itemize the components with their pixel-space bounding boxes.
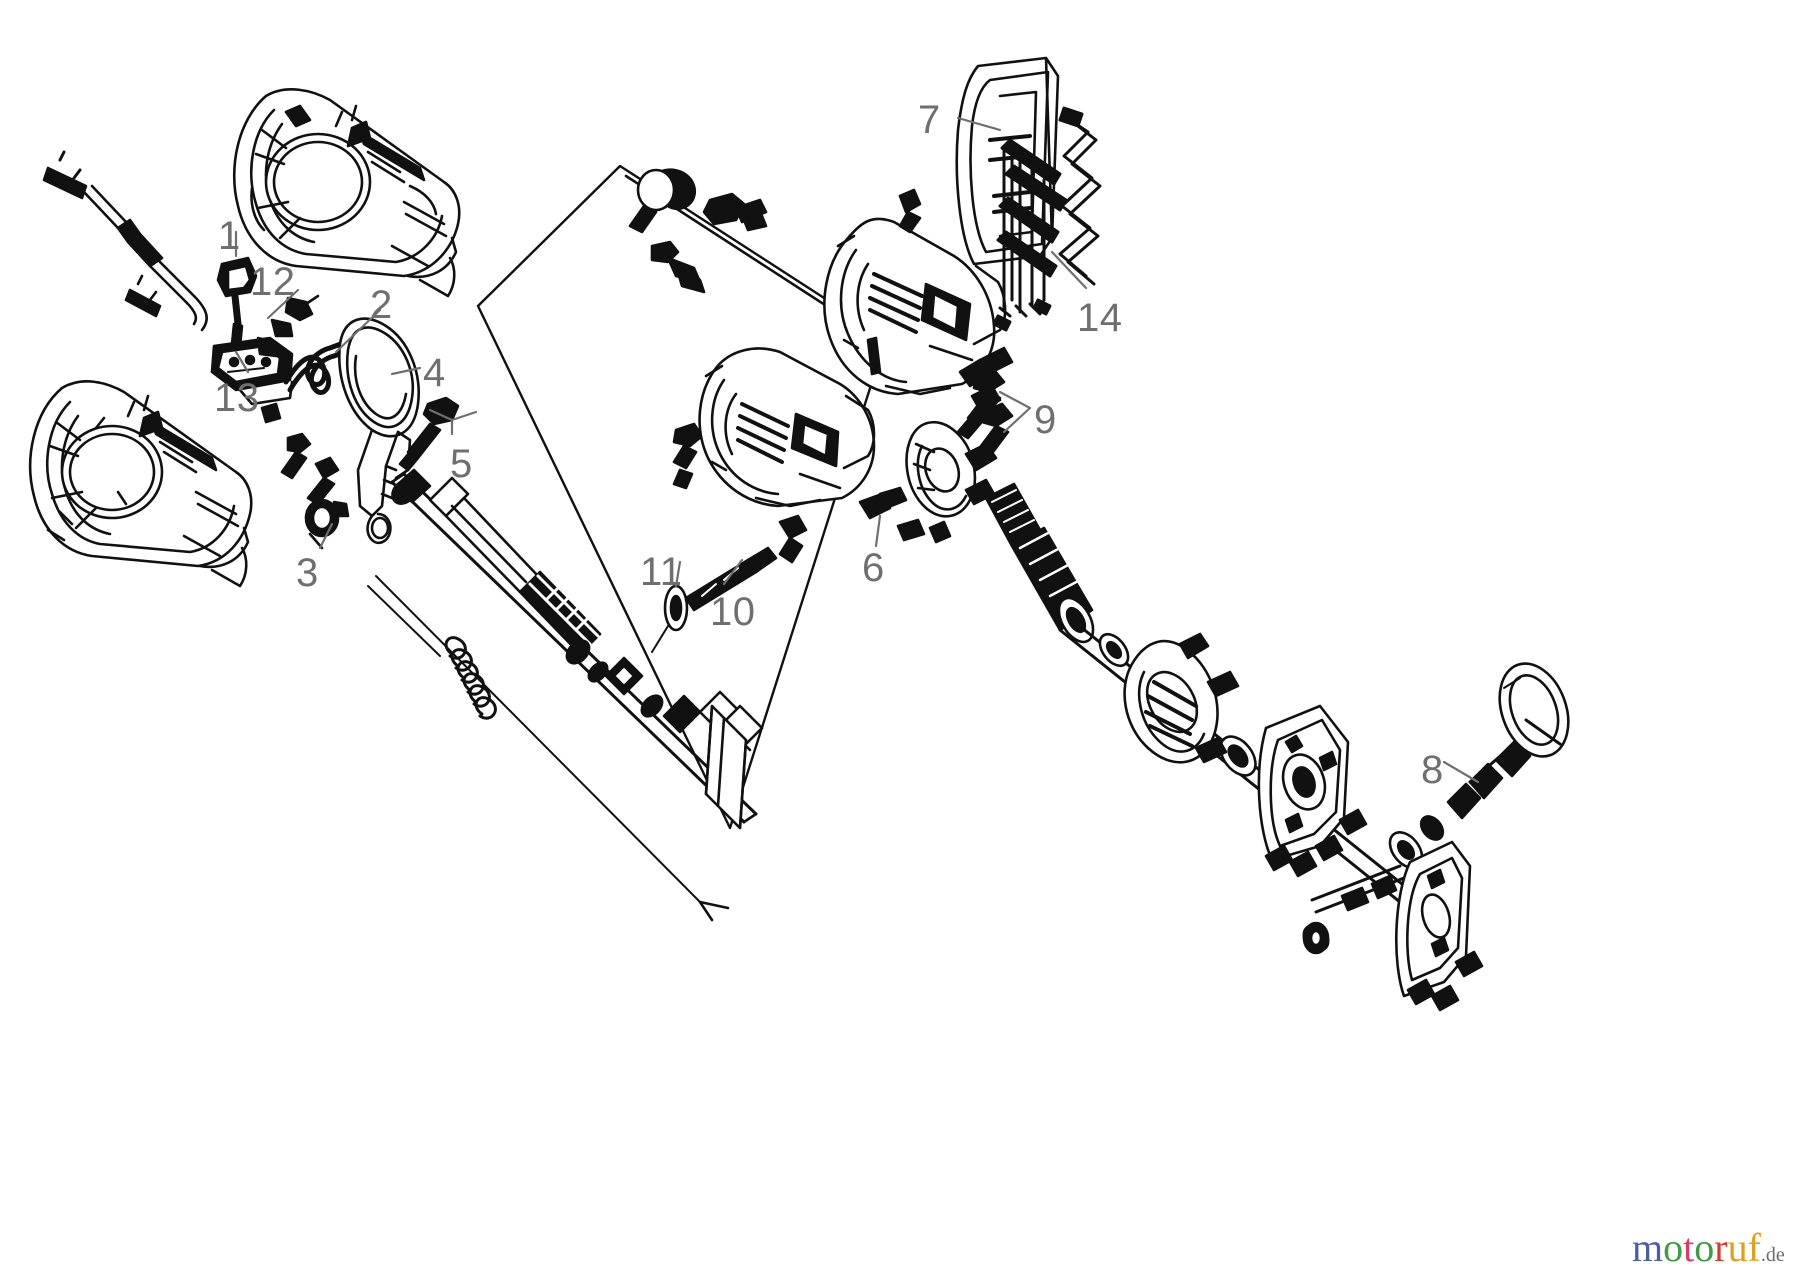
left-housing-shell — [232, 88, 461, 298]
logo-letter-o1: o — [1663, 1225, 1684, 1270]
lower-left-housing-shell — [28, 380, 253, 588]
callout-8: 8 — [1421, 748, 1444, 792]
end-cap-block — [1394, 840, 1484, 1012]
logo-letter-r: r — [1714, 1225, 1728, 1270]
fastener-small-left — [260, 402, 340, 506]
logo-letter-u: u — [1727, 1225, 1748, 1270]
callout-2: 2 — [370, 283, 393, 327]
callout-4: 4 — [423, 351, 446, 395]
callout-14: 14 — [1077, 296, 1123, 340]
gearbox-housing — [1257, 704, 1368, 878]
stator-field-coil — [1123, 632, 1240, 764]
callout-1: 1 — [218, 214, 241, 258]
logo-letter-o2: o — [1694, 1225, 1715, 1270]
logo-letter-t: t — [1683, 1225, 1695, 1270]
logo-suffix-de: .de — [1760, 1244, 1785, 1266]
plunger-rod-assembly — [367, 468, 764, 922]
fastener-pair — [398, 396, 460, 472]
drive-gear-shaft — [1419, 662, 1570, 841]
contact-screw — [256, 294, 320, 358]
logo-letter-m: m — [1632, 1225, 1664, 1270]
gear-cover — [698, 336, 886, 508]
callout-3: 3 — [296, 551, 319, 595]
callout-10: 10 — [710, 590, 756, 634]
small-fasteners-mid — [672, 422, 952, 564]
wiring-harness — [992, 106, 1102, 332]
callout-12: 12 — [250, 260, 296, 304]
motoruf-watermark: motoruf.de — [1632, 1228, 1785, 1268]
power-cord-assembly — [42, 150, 208, 332]
guide-roller-bracket — [338, 317, 420, 545]
output-shaft-extension — [1302, 864, 1406, 955]
callout-9: 9 — [1034, 398, 1057, 442]
panel-fasteners — [650, 192, 768, 294]
callout-5: 5 — [450, 442, 473, 486]
right-housing-shell — [823, 188, 1014, 412]
callout-11: 11 — [640, 550, 683, 594]
callout-7: 7 — [918, 98, 941, 142]
armature-rotor — [905, 420, 1424, 953]
callout-6: 6 — [862, 546, 885, 590]
leader-lines — [234, 116, 1480, 784]
callout-13: 13 — [214, 376, 260, 420]
logo-letter-f: f — [1747, 1225, 1761, 1270]
